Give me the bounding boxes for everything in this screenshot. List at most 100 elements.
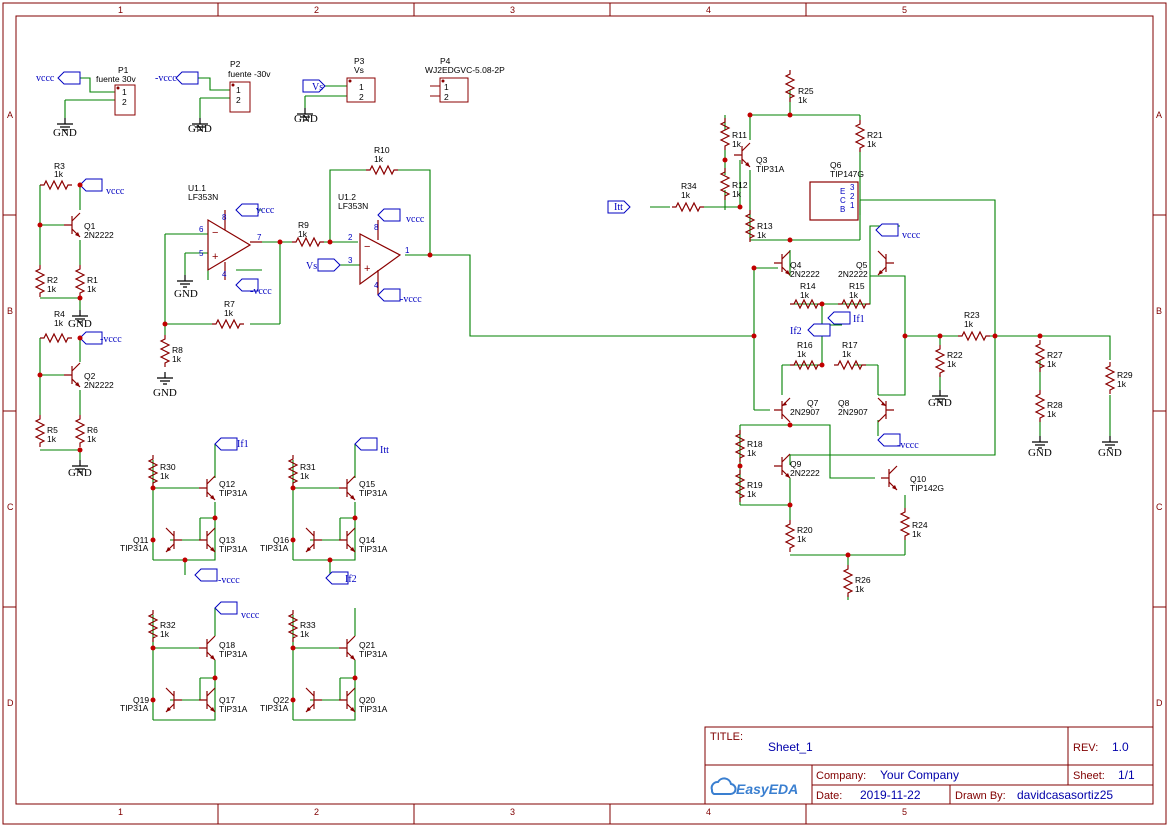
p3-ref: P3	[354, 56, 365, 66]
frame-col-3-bottom: 3	[510, 807, 515, 817]
net-labels: vccc -vccc Vs vccc -vccc vccc -vccc vccc…	[36, 71, 921, 621]
net-flag-vccc-u12: vccc	[377, 208, 425, 225]
svg-text:Q13: Q13	[219, 535, 235, 545]
svg-text:1k: 1k	[732, 139, 742, 149]
svg-text:R33: R33	[300, 620, 316, 630]
svg-text:Q2: Q2	[84, 371, 96, 381]
u1-2-ref: U1.2	[338, 192, 356, 202]
ground-icon-q2: GND	[68, 459, 92, 479]
svg-text:1k: 1k	[47, 434, 57, 444]
transistor-q6: Q6 TIP147G E C B 3 2 1	[809, 160, 864, 221]
svg-text:Q20: Q20	[359, 695, 375, 705]
svg-text:1k: 1k	[47, 284, 57, 294]
svg-text:Q4: Q4	[790, 260, 802, 270]
frame-row-b-right: B	[1156, 306, 1162, 316]
svg-text:vccc: vccc	[36, 73, 55, 84]
svg-text:Vs: Vs	[306, 261, 317, 272]
svg-text:7: 7	[257, 233, 262, 242]
frame-col-1-bottom: 1	[118, 807, 123, 817]
svg-text:1k: 1k	[224, 308, 234, 318]
rev-label: REV:	[1073, 742, 1098, 754]
svg-text:-vccc: -vccc	[155, 73, 177, 84]
svg-text:B: B	[840, 205, 845, 214]
frame-col-4-bottom: 4	[706, 807, 711, 817]
svg-text:2N2222: 2N2222	[790, 468, 820, 478]
svg-text:1k: 1k	[160, 629, 170, 639]
frame-row-b-left: B	[7, 306, 13, 316]
svg-text:C: C	[840, 196, 846, 205]
svg-text:If2: If2	[345, 574, 357, 585]
svg-text:Q11: Q11	[133, 535, 149, 545]
svg-text:R24: R24	[912, 520, 928, 530]
svg-text:R20: R20	[797, 525, 813, 535]
connector-p2: P2 fuente -30v 1 2	[228, 59, 271, 113]
svg-text:R1: R1	[87, 275, 98, 285]
svg-text:1k: 1k	[300, 629, 310, 639]
svg-text:1k: 1k	[757, 230, 767, 240]
net-flag-vccc-u11: vccc	[235, 203, 275, 217]
svg-text:GND: GND	[188, 123, 212, 135]
svg-text:-vccc: -vccc	[897, 440, 919, 451]
svg-text:1k: 1k	[54, 169, 64, 179]
svg-text:Q15: Q15	[359, 479, 375, 489]
frame-row-c-right: C	[1156, 502, 1163, 512]
svg-text:Q5: Q5	[856, 260, 868, 270]
svg-text:1k: 1k	[374, 154, 384, 164]
net-flag-nvccc-q11: -vccc	[194, 568, 240, 586]
svg-text:1k: 1k	[747, 489, 757, 499]
svg-text:1: 1	[405, 246, 410, 255]
svg-text:1k: 1k	[797, 534, 807, 544]
svg-text:R7: R7	[224, 299, 235, 309]
svg-text:GND: GND	[1028, 447, 1052, 459]
svg-text:5: 5	[199, 249, 204, 258]
svg-text:vccc: vccc	[256, 205, 275, 216]
sheet-value: 1/1	[1118, 768, 1135, 782]
p3-pin-2: 2	[359, 92, 364, 102]
svg-text:3: 3	[850, 183, 855, 192]
svg-text:-vccc: -vccc	[400, 294, 422, 305]
title-block: TITLE: Sheet_1 REV: 1.0 Company: Your Co…	[704, 726, 1154, 805]
svg-text:R2: R2	[47, 275, 58, 285]
connector-p1: P1 fuente 30v 1 2	[96, 65, 136, 116]
svg-text:If2: If2	[790, 326, 802, 337]
svg-text:R14: R14	[800, 281, 816, 291]
date-value: 2019-11-22	[860, 788, 921, 802]
svg-text:1k: 1k	[1117, 379, 1127, 389]
svg-text:TIP31A: TIP31A	[359, 704, 388, 714]
svg-text:1: 1	[850, 201, 855, 210]
company-label: Company:	[816, 770, 866, 782]
svg-text:TIP142G: TIP142G	[910, 483, 944, 493]
svg-text:1k: 1k	[298, 229, 308, 239]
connectors: P1 fuente 30v 1 2 P2 fuente -30v 1 2 P3 …	[96, 56, 505, 116]
p4-pin-1: 1	[444, 82, 449, 92]
net-flag-itt-q15: Itt	[354, 437, 389, 456]
svg-text:Q17: Q17	[219, 695, 235, 705]
svg-text:GND: GND	[928, 397, 952, 409]
net-flag-nvccc-u12: -vccc	[377, 288, 422, 305]
date-label: Date:	[816, 790, 842, 802]
net-flag-nvccc-q2: -vccc	[79, 331, 122, 345]
svg-text:1k: 1k	[747, 448, 757, 458]
net-flag-vs-u12: Vs	[306, 258, 341, 272]
svg-text:1k: 1k	[87, 284, 97, 294]
svg-text:TIP31A: TIP31A	[219, 704, 248, 714]
svg-text:TIP31A: TIP31A	[359, 544, 388, 554]
svg-text:R26: R26	[855, 575, 871, 585]
